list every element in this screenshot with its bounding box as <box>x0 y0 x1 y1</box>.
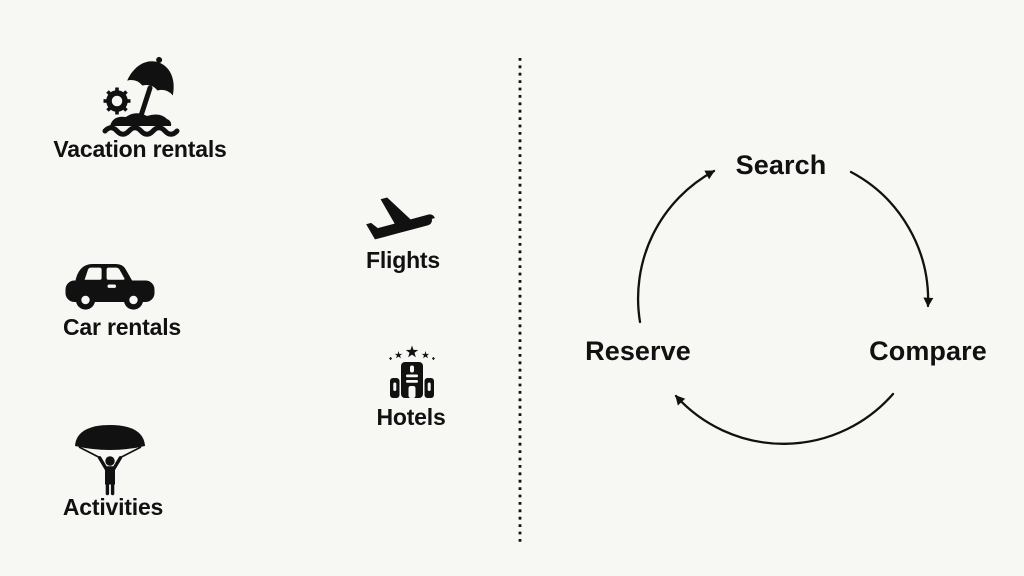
arrow-compare-to-reserve <box>674 392 895 445</box>
sun-icon <box>103 87 131 115</box>
beach-umbrella-icon <box>102 56 180 137</box>
cycle-step-reserve: Reserve <box>585 336 691 366</box>
parachutist-icon <box>75 425 145 496</box>
arrow-search-to-compare <box>849 170 934 308</box>
service-label-car-rentals: Car rentals <box>63 314 181 340</box>
hotel-building-icon <box>389 345 435 398</box>
airplane-takeoff-icon <box>366 197 435 240</box>
star-icon <box>405 345 419 358</box>
car-icon <box>65 264 155 310</box>
cycle-step-compare: Compare <box>869 336 987 366</box>
arrow-reserve-to-search <box>636 169 716 324</box>
service-label-activities: Activities <box>62 494 164 520</box>
service-label-flights: Flights <box>366 247 440 273</box>
service-label-vacation-rentals: Vacation rentals <box>53 136 227 162</box>
cycle-step-search: Search <box>735 150 827 180</box>
service-label-hotels: Hotels <box>376 404 446 430</box>
